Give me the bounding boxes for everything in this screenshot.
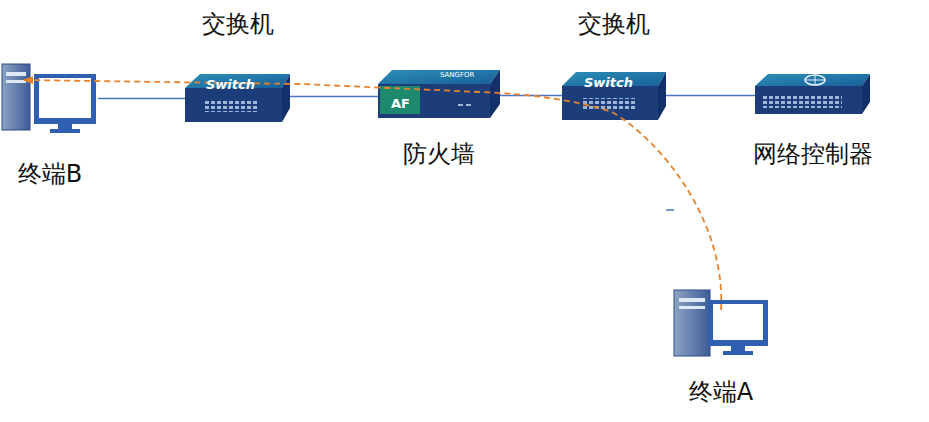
firewall-icon xyxy=(378,70,500,118)
device-tag: Switch xyxy=(584,76,633,89)
network-link xyxy=(666,209,674,211)
device-node: 终端A xyxy=(674,290,768,358)
device-label: 终端A xyxy=(689,378,753,407)
device-tag: Switch xyxy=(206,78,255,91)
device-tag: AF xyxy=(391,97,410,110)
device-tag: SANGFOR xyxy=(440,72,474,79)
network-link xyxy=(290,96,378,98)
network-link xyxy=(98,98,185,100)
device-label: 网络控制器 xyxy=(753,140,873,169)
device-node: 网络控制器 xyxy=(755,74,870,116)
controller-icon xyxy=(755,74,870,114)
switch-icon xyxy=(185,74,290,122)
device-label: 交换机 xyxy=(578,10,650,39)
flow-arrow xyxy=(24,80,721,310)
network-link xyxy=(666,95,755,97)
device-node: 终端B xyxy=(2,64,98,134)
device-node: 防火墙 xyxy=(378,70,500,120)
pc-icon xyxy=(2,64,96,133)
device-label: 交换机 xyxy=(202,10,274,39)
device-label: 防火墙 xyxy=(403,140,475,169)
device-label: 终端B xyxy=(18,160,82,189)
network-link xyxy=(500,95,562,97)
